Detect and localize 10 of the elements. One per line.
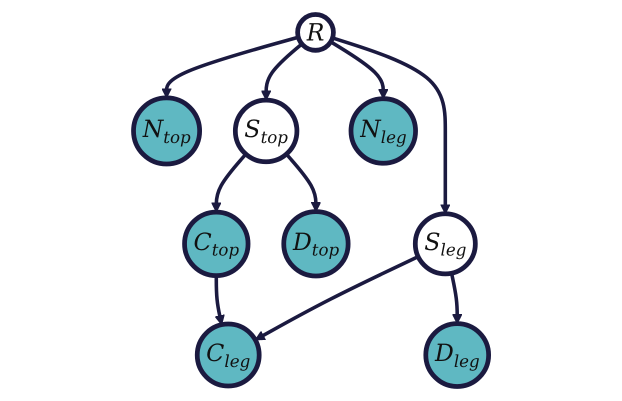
node-circle: D$_{top}$: [281, 209, 350, 278]
node-circle: D$_{leg}$: [423, 321, 491, 389]
node-circle: S$_{top}$: [232, 98, 300, 164]
arrow: [161, 36, 299, 98]
node-circle: C$_{leg}$: [194, 322, 262, 388]
node-circle: S$_{leg}$: [412, 211, 478, 276]
arrow: [254, 255, 419, 340]
node-circle: R: [295, 12, 336, 53]
arrow: [214, 276, 225, 326]
node-circle: C$_{top}$: [182, 210, 250, 278]
